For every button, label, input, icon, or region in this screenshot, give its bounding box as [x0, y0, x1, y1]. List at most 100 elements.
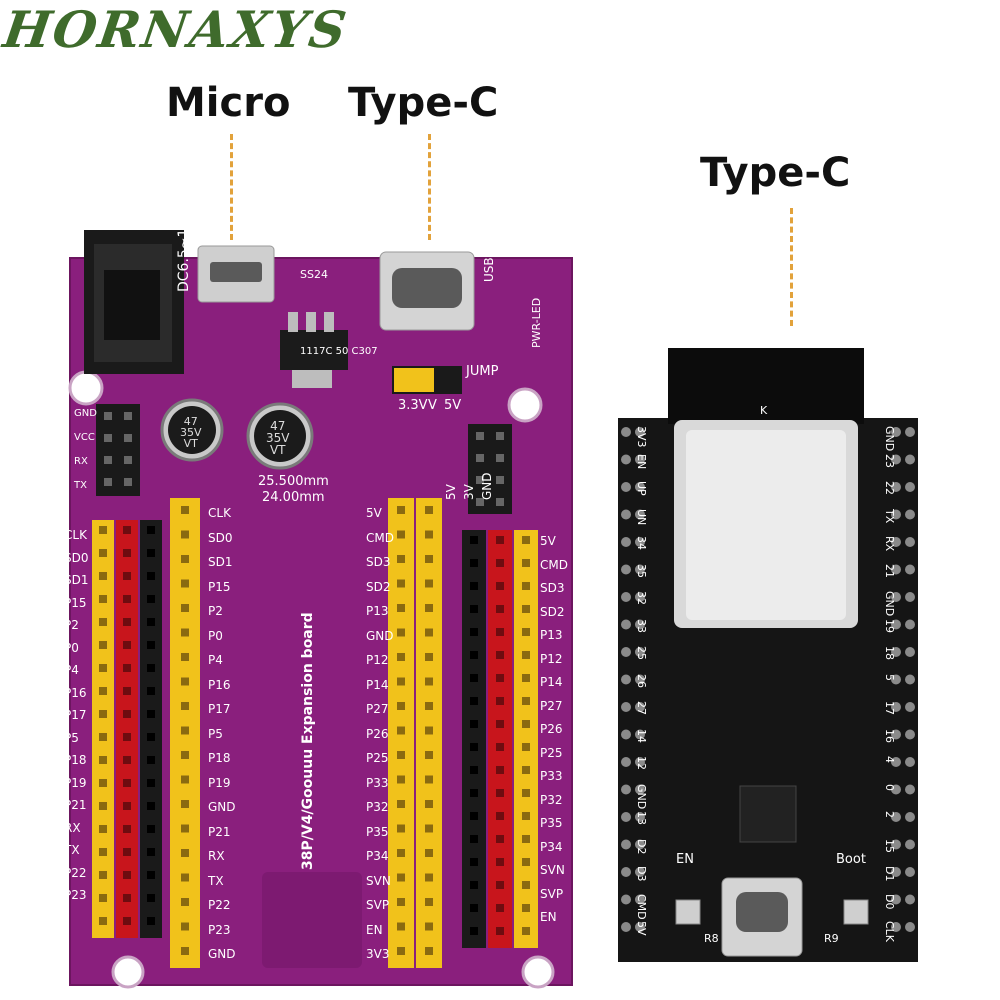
pin-hole — [496, 651, 504, 659]
pin-hole — [147, 825, 155, 833]
pin-hole — [470, 536, 478, 544]
pin-hole — [123, 917, 131, 925]
devkit-pin — [621, 619, 631, 630]
devkit-pin — [905, 454, 915, 465]
devkit-pin — [891, 509, 901, 520]
pin-hole — [425, 751, 433, 759]
pin-hole — [496, 697, 504, 705]
pin-hole — [181, 579, 189, 588]
devkit-pin — [891, 702, 901, 712]
pin-hole — [470, 743, 478, 751]
pin-hole — [425, 628, 433, 637]
pin-hole — [522, 720, 530, 728]
pin-label: SVP — [540, 886, 564, 901]
pin-label: P21 — [208, 824, 231, 839]
pin-label: GND — [883, 591, 896, 617]
pin-label: 5V — [444, 484, 458, 500]
pin-label: P23 — [64, 888, 87, 902]
pin-hole — [522, 605, 530, 613]
pin-hole — [123, 710, 131, 718]
pin-hole — [425, 947, 433, 955]
devkit-pin — [621, 674, 631, 685]
pin-label: GND — [480, 472, 494, 500]
pin-label: VCC — [74, 432, 95, 443]
devkit-pin — [905, 894, 915, 905]
pin-hole — [425, 530, 433, 539]
pin-hole — [397, 947, 405, 955]
devkit-pin — [635, 674, 645, 685]
devkit-pin — [635, 922, 645, 932]
pin-hole — [496, 789, 504, 797]
devkit-pin — [635, 867, 645, 877]
pin-hole — [522, 651, 530, 659]
pin-label: SD1 — [208, 555, 233, 569]
devkit-pin — [621, 839, 631, 850]
pin-hole — [147, 710, 155, 718]
devkit-pin — [905, 509, 915, 520]
pin-hole — [181, 824, 189, 833]
pin-hole — [496, 582, 504, 590]
capacitor-a — [160, 398, 224, 462]
pin-hole — [425, 898, 433, 906]
devkit-pin — [891, 922, 901, 932]
voltage-jumper[interactable] — [392, 366, 462, 394]
devkit-pin — [635, 839, 645, 850]
pin-label: 17 — [883, 701, 896, 715]
power-jack-label: DC6.5~16V — [176, 210, 192, 292]
pin-label: P2 — [208, 604, 223, 618]
devkit-pin — [905, 702, 915, 712]
pin-label: 22 — [883, 481, 896, 495]
pin-label: P14 — [366, 677, 389, 692]
pin-hole — [147, 618, 155, 626]
pin-label: SD0 — [64, 550, 89, 565]
pin-hole — [397, 653, 405, 661]
dimension-2: 24.00mm — [262, 490, 325, 505]
pin-label: P12 — [366, 653, 389, 667]
pin-hole — [425, 555, 433, 563]
devkit-pin — [635, 454, 645, 465]
pin-hole — [496, 904, 504, 912]
en-button[interactable] — [675, 899, 701, 925]
pin-label: P21 — [64, 798, 87, 812]
devkit-pin — [621, 729, 631, 740]
pin-hole — [181, 751, 189, 759]
regulator-marking: 1117C 50 C307 — [300, 346, 378, 357]
devkit-pin — [891, 454, 901, 465]
pin-hole — [397, 579, 405, 588]
pin-hole — [425, 873, 433, 882]
pin-hole — [470, 674, 478, 682]
pin-label: 3V3 — [366, 947, 390, 961]
pin-label: P13 — [540, 628, 563, 642]
pin-hole — [99, 871, 107, 879]
pin-hole — [147, 572, 155, 580]
usb-5v-label: USB5V — [482, 241, 496, 282]
pin-label: 5 — [883, 673, 896, 681]
pin-label: P2 — [64, 618, 79, 632]
pin-hole — [476, 432, 484, 440]
pin-label: D2 — [635, 838, 648, 854]
pin-label: SVN — [366, 873, 391, 888]
pin-label: 34 — [635, 536, 648, 550]
pin-hole — [397, 677, 405, 686]
devkit-pin — [635, 427, 645, 437]
pin-hole — [425, 677, 433, 686]
pin-label: P34 — [366, 849, 389, 863]
pin-hole — [99, 733, 107, 741]
r9-label: R9 — [824, 932, 839, 945]
devkit-pin — [635, 894, 645, 905]
devkit-pin — [621, 702, 631, 712]
pin-hole — [147, 848, 155, 856]
pin-label: SD3 — [366, 555, 391, 569]
pin-label: GND — [635, 783, 648, 809]
pin-hole — [99, 848, 107, 856]
pin-label: P15 — [64, 595, 87, 610]
pin-label: EN — [540, 910, 557, 924]
devkit-pin — [635, 702, 645, 712]
pin-label: P0 — [208, 628, 223, 643]
micro-callout: Micro — [166, 80, 291, 126]
pin-hole — [522, 674, 530, 682]
devkit-pin — [635, 647, 645, 657]
boot-button[interactable] — [843, 899, 869, 925]
devkit-pin — [621, 427, 631, 437]
